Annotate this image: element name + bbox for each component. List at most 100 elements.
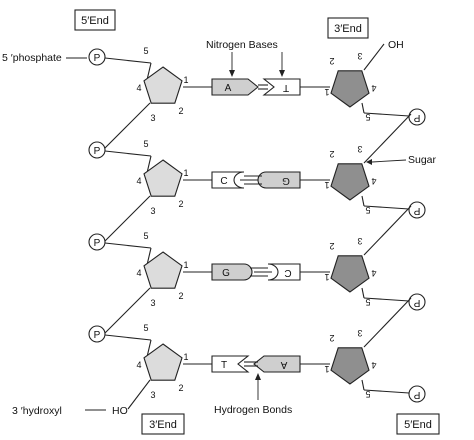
carbon-number-5: 5	[365, 112, 370, 122]
carbon-number-4: 4	[371, 268, 376, 278]
carbon-number-2: 2	[329, 56, 334, 66]
c5-bond	[146, 155, 152, 174]
base-letter-left: C	[220, 176, 227, 187]
arrowhead-icon	[279, 70, 285, 77]
five-phosphate-label: 5 ′phosphate	[2, 52, 62, 64]
carbon-number-1: 1	[324, 180, 329, 190]
c5-bond	[361, 287, 365, 299]
carbon-number-1: 1	[183, 75, 188, 85]
base-letter-right: G	[282, 175, 290, 186]
base-right	[267, 263, 301, 281]
base-letter-right: C	[284, 267, 291, 278]
base-letter-right: T	[283, 82, 289, 93]
oh-label: OH	[388, 39, 404, 51]
carbon-number-2: 2	[329, 241, 334, 251]
sugar-pentagon-right	[330, 70, 370, 108]
phosphodiester-bond	[363, 205, 412, 256]
carbon-number-2: 2	[178, 383, 183, 393]
carbon-number-4: 4	[371, 176, 376, 186]
svg-text:5′End: 5′End	[81, 15, 109, 27]
carbon-number-5: 5	[365, 205, 370, 215]
end-label-bottom-right: 5′End	[396, 413, 440, 435]
carbon-number-4: 4	[136, 176, 141, 186]
phosphate-right	[408, 293, 426, 311]
ho-label: HO	[112, 405, 128, 417]
base-left	[211, 263, 253, 281]
base-letter-left: A	[225, 83, 232, 94]
carbon-number-5: 5	[365, 297, 370, 307]
c5-bond	[361, 102, 365, 114]
phosphate-label: P	[94, 330, 101, 341]
phosphodiester-bond	[104, 334, 152, 341]
c5-bond	[146, 247, 152, 266]
phosphodiester-bond	[363, 389, 410, 394]
carbon-number-2: 2	[178, 106, 183, 116]
sugar-pentagon-left	[143, 66, 183, 104]
carbon-number-5: 5	[143, 231, 148, 241]
phosphate-right	[408, 201, 426, 219]
phosphate-label: P	[413, 205, 420, 216]
sugar-pentagon-left	[143, 159, 183, 197]
phosphodiester-bond	[363, 112, 410, 117]
c5-bond	[361, 195, 365, 207]
sugar-pentagon-right	[330, 163, 370, 201]
carbon-number-1: 1	[324, 272, 329, 282]
hydrogen-bonds-label: Hydrogen Bonds	[214, 404, 292, 416]
arrowhead-icon	[255, 373, 261, 380]
base-left	[211, 78, 259, 96]
phosphodiester-bond	[102, 195, 151, 244]
phosphodiester-bond	[102, 102, 151, 151]
carbon-number-3: 3	[357, 144, 362, 154]
base-right	[257, 171, 301, 189]
phosphate-left	[88, 233, 106, 251]
carbon-number-2: 2	[178, 199, 183, 209]
nitrogen-bases-label: Nitrogen Bases	[206, 39, 278, 51]
svg-text:5′End: 5′End	[404, 419, 432, 431]
svg-text:3′End: 3′End	[149, 419, 177, 431]
sugar-pentagon-left	[143, 343, 183, 381]
svg-text:3′End: 3′End	[334, 23, 362, 35]
carbon-number-4: 4	[136, 268, 141, 278]
phosphate-label: P	[413, 112, 420, 123]
phosphate-right	[408, 385, 426, 403]
carbon-number-1: 1	[324, 364, 329, 374]
carbon-number-1: 1	[183, 352, 188, 362]
phosphate-left	[88, 141, 106, 159]
c5-bond	[146, 339, 152, 358]
carbon-number-3: 3	[150, 113, 155, 123]
end-label-top-left: 5′End	[74, 9, 116, 31]
carbon-number-4: 4	[371, 83, 376, 93]
carbon-number-5: 5	[365, 389, 370, 399]
base-left	[211, 171, 245, 189]
end-label-bottom-left: 3′End	[141, 413, 185, 435]
sugar-pentagon-right	[330, 255, 370, 293]
carbon-number-5: 5	[143, 139, 148, 149]
carbon-number-2: 2	[329, 149, 334, 159]
carbon-number-3: 3	[150, 206, 155, 216]
phosphate-label: P	[94, 146, 101, 157]
phosphate-left	[88, 325, 106, 343]
three-hydroxyl-label: 3 ′hydroxyl	[12, 405, 62, 417]
carbon-number-3: 3	[150, 390, 155, 400]
phosphate-label: P	[413, 389, 420, 400]
carbon-number-5: 5	[143, 323, 148, 333]
carbon-number-4: 4	[371, 360, 376, 370]
phosphate-label: P	[94, 53, 101, 64]
carbon-number-3: 3	[357, 328, 362, 338]
phosphodiester-bond	[102, 287, 151, 336]
phosphodiester-bond	[104, 57, 152, 64]
c5-bond	[361, 379, 365, 391]
hydroxyl-bond	[363, 43, 385, 71]
carbon-number-5: 5	[143, 46, 148, 56]
base-letter-left: G	[222, 268, 230, 279]
carbon-number-2: 2	[329, 333, 334, 343]
carbon-number-3: 3	[150, 298, 155, 308]
phosphodiester-bond	[363, 297, 410, 302]
carbon-number-1: 1	[183, 260, 188, 270]
base-letter-right: A	[280, 359, 287, 370]
carbon-number-4: 4	[136, 360, 141, 370]
base-letter-left: T	[221, 360, 227, 371]
hydroxyl-bond	[127, 379, 151, 410]
carbon-number-3: 3	[357, 51, 362, 61]
